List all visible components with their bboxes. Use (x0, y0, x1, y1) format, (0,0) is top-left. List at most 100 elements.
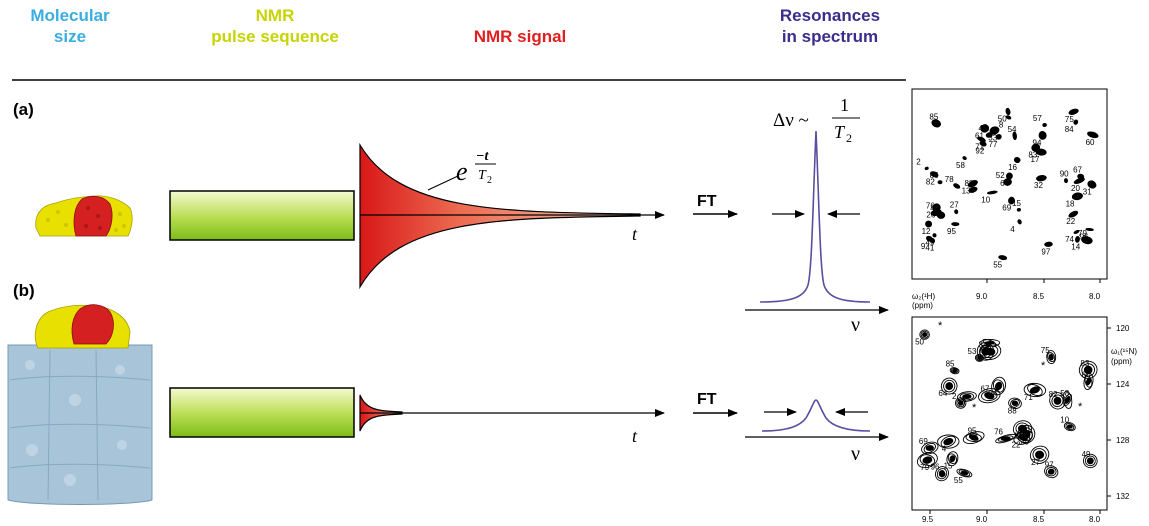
hsqc-peak (919, 329, 930, 340)
hsqc-peak (956, 468, 973, 478)
hsqc-peak (1047, 468, 1055, 475)
hsqc-peak-label: 85 (946, 360, 955, 369)
hsqc-peak (956, 398, 965, 408)
hsqc-peak (1047, 352, 1056, 363)
hsqc-peak (949, 455, 956, 463)
hsqc-peak-label: 2 (952, 392, 957, 401)
hsqc-peak-label: 18 (1066, 199, 1075, 208)
hsqc-peak (1036, 175, 1047, 182)
hsqc-peak (954, 209, 959, 215)
hsqc-peak (982, 338, 997, 347)
hsqc-peak-label: 20 (1020, 437, 1029, 446)
hsqc-peak (967, 179, 978, 188)
hsqc-peak-label: 97 (1045, 461, 1054, 470)
hsqc-peak (1073, 177, 1085, 185)
hsqc-peak (946, 451, 959, 467)
header-nmr-signal: NMR signal (420, 26, 620, 47)
hsqc-peak (1048, 353, 1054, 361)
hsqc-peak (950, 368, 959, 374)
hsqc-peak-label: 90 (1060, 170, 1069, 179)
hsqc-peak (1073, 230, 1080, 234)
hsqc-peak (984, 392, 995, 400)
hsqc-peak (968, 434, 979, 441)
hsqc-peak (943, 437, 954, 446)
hsqc-peak (1075, 236, 1080, 243)
hsqc-peak (1012, 131, 1017, 141)
hsqc-peak-label: 50 (915, 338, 924, 347)
hsqc-peak (962, 156, 967, 161)
hsqc-peak (935, 466, 949, 482)
hsqc-peak (1011, 400, 1019, 407)
hsqc-peak (968, 186, 978, 193)
artifact-marker: * (974, 431, 979, 443)
hsqc-peak (995, 133, 1002, 140)
hsqc-peak (932, 233, 937, 238)
hsqc-peak (937, 180, 943, 185)
hsqc-peak (922, 456, 933, 464)
hsqc-peak (929, 171, 939, 178)
decay-exp-denominator: T (478, 168, 487, 183)
hsqc-peak (1029, 386, 1040, 394)
hsqc-peak (921, 441, 939, 455)
hsqc-peak-label: 67 (981, 385, 990, 394)
hsqc-peak-label: 94 (988, 389, 997, 398)
artifact-marker: * (1078, 401, 1083, 413)
hsqc-peak-label: 79 (1078, 229, 1087, 238)
pulse-bar-a (169, 190, 355, 241)
hsqc-peak (958, 469, 971, 477)
hsqc-peak-label: 88 (965, 179, 974, 188)
hsqc-ytick-2: 128 (1116, 436, 1130, 445)
hsqc-peak (1053, 396, 1062, 405)
hsqc-peak-label: 60 (1086, 138, 1095, 147)
hsqc-peak-label: 95 (947, 227, 956, 236)
hsqc-peak-label: 12 (922, 227, 931, 236)
hsqc-peak-label: 53 (968, 347, 977, 356)
hsqc-peak (976, 354, 983, 361)
hsqc-ytick-3: 132 (1116, 492, 1130, 501)
artifact-marker: * (942, 471, 947, 483)
hsqc-peak-label: 77 (957, 400, 966, 409)
broad-peak (761, 399, 871, 432)
hsqc-top-xtick-0: 9.0 (976, 292, 988, 301)
hsqc-peak (931, 119, 941, 128)
hsqc-peak (1049, 392, 1066, 410)
hsqc-peak (1044, 465, 1059, 479)
hsqc-peak (922, 332, 928, 338)
hsqc-peak-label: 77 (989, 140, 998, 149)
hsqc-peak-label: 16 (1008, 163, 1017, 172)
hsqc-peak (1013, 156, 1021, 164)
hsqc-peak (957, 391, 977, 402)
hsqc-peak-label: 79 (920, 463, 929, 472)
linewidth-denominator: T (834, 122, 846, 142)
hsqc-peak-label: 50 (998, 115, 1007, 124)
hsqc-peak-label: 10 (981, 196, 990, 205)
hsqc-peak (1087, 131, 1099, 139)
hsqc-peak (1035, 450, 1045, 459)
ft-label-a: FT (697, 193, 717, 210)
hsqc-peak-label: 75 (1065, 115, 1074, 124)
hsqc-peak-label: 61 (975, 131, 984, 140)
hsqc-peak-label: 60 (1082, 371, 1091, 380)
header-nmr-signal-text: NMR signal (473, 27, 567, 46)
hsqc-peak (945, 382, 954, 391)
hsqc-peak (1065, 423, 1075, 431)
hsqc-peak-label: 69 (919, 437, 928, 446)
hsqc-bottom-xtick-3: 8.0 (1089, 515, 1101, 524)
hsqc-peak-label: 15 (944, 462, 953, 471)
hsqc-peak (982, 345, 999, 359)
header-molecular-size: Molecular size (15, 5, 125, 47)
artifact-marker: * (1041, 360, 1046, 372)
hsqc-peak (920, 330, 929, 339)
hsqc-peak-label: 33 (988, 134, 997, 143)
hsqc-peak-label: 22 (1066, 217, 1075, 226)
header-resonances-line2: in spectrum (781, 27, 879, 46)
hsqc-peak (989, 126, 1000, 135)
hsqc-peak-label: 54 (1008, 125, 1017, 134)
hsqc-peak (1068, 108, 1079, 115)
hsqc-peak (985, 347, 996, 356)
linewidth-lhs: Δν ~ (773, 110, 809, 131)
hsqc-peak (1071, 192, 1083, 201)
hsqc-peak (1051, 394, 1064, 408)
hsqc-peak (995, 433, 1017, 444)
